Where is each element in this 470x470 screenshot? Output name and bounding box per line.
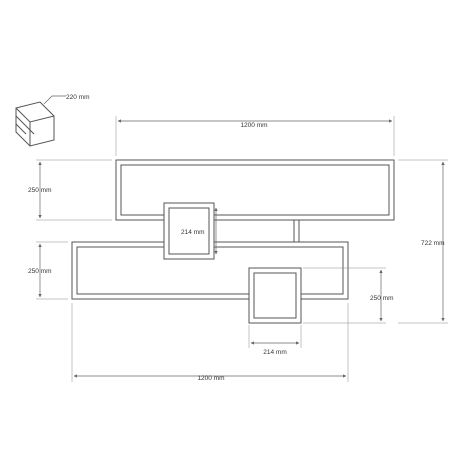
top-shelf-inner (120, 164, 390, 216)
cube-right-height-label: 250 mm (370, 295, 393, 302)
top-height-label: 250 mm (28, 187, 51, 194)
top-width-label: 1200 mm (240, 122, 267, 129)
support-post (293, 219, 300, 243)
overall-height-label: 722 mm (421, 240, 444, 247)
right-cube (248, 267, 302, 324)
cube-right-width-label: 214 mm (263, 349, 286, 356)
board-depth-label: 220 mm (66, 94, 89, 101)
right-cube-inner (253, 272, 297, 319)
board-profile-detail (15, 95, 66, 147)
upper-cube (163, 202, 215, 260)
middle-height-label: 250 mm (28, 268, 51, 275)
top-shelf-frame (115, 159, 395, 221)
bottom-width-label: 1200 mm (197, 375, 224, 382)
cube-top-label: 214 mm (181, 229, 204, 236)
upper-cube-inner (168, 207, 210, 255)
